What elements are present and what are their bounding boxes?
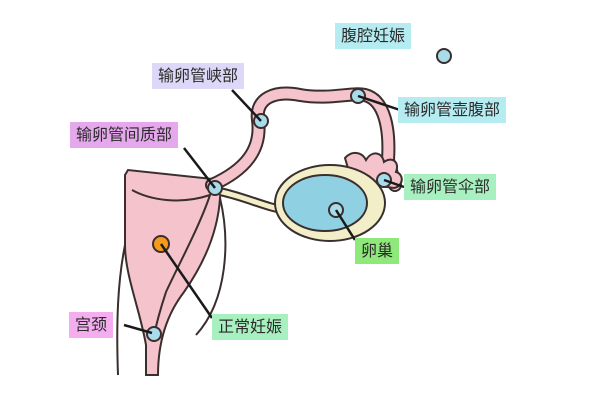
abdominal-site-marker <box>437 49 451 63</box>
label-tubal-interstitial: 输卵管间质部 <box>70 122 178 148</box>
label-ovary: 卵巢 <box>355 238 399 264</box>
label-cervix: 宫颈 <box>69 312 113 338</box>
uterus-side-left <box>117 245 125 375</box>
label-tubal-isthmus: 输卵管峡部 <box>152 63 244 89</box>
label-normal-pregnancy: 正常妊娠 <box>212 314 288 340</box>
label-abdominal-pregnancy: 腹腔妊娠 <box>335 23 411 49</box>
ovary-inner <box>283 175 367 231</box>
label-tubal-fimbria: 输卵管伞部 <box>404 174 496 200</box>
label-tubal-ampulla: 输卵管壶腹部 <box>398 97 506 123</box>
cervix-site-marker <box>147 327 161 341</box>
